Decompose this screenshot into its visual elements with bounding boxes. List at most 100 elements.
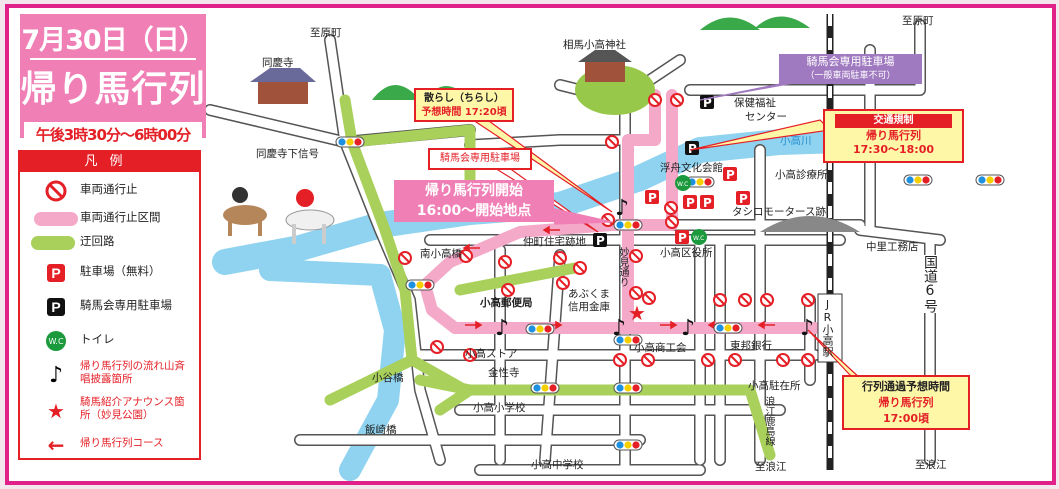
legend-item: 迂回路 [20, 232, 200, 254]
music-note-icon: ♪ [48, 362, 64, 388]
callout-title: 騎馬会専用駐車場 [440, 153, 520, 164]
traffic-signal-icon [713, 322, 743, 334]
no-entry-icon [463, 348, 477, 362]
svg-text:W.C: W.C [677, 181, 688, 188]
event-title-box: 7月30日（日） 帰り馬行列 午後3時30分～6時00分 [20, 14, 206, 148]
hills [372, 16, 810, 115]
music-note-icon: ♪ [495, 316, 509, 341]
legend-item: 車両通行止区間 [20, 208, 200, 230]
label-hoken-center: センター [745, 111, 787, 123]
svg-text:P: P [648, 191, 657, 205]
toilet-icon: W.C [46, 331, 66, 351]
parking-free-icon: P [700, 195, 714, 210]
no-entry-icon [664, 201, 678, 215]
label-to-haramachi: 至原町 [310, 27, 342, 39]
course-arrow-icon [465, 320, 483, 330]
no-entry-icon [459, 249, 473, 263]
traffic-signal-icon [613, 439, 643, 451]
legend-title: 凡例 [20, 152, 199, 172]
legend-item: ← 帰り馬行列コース [20, 433, 200, 457]
toilet-icon: W.C [675, 175, 691, 191]
traffic-signal-icon [405, 279, 435, 291]
svg-text:P: P [678, 231, 687, 245]
label-nakazato: 中里工務店 [866, 240, 919, 253]
traffic-signal-icon [613, 219, 643, 231]
event-date: 7月30日（日） [21, 25, 205, 56]
kiba-parking2-callout: 騎馬会専用駐車場 （一般車両駐車不可） [779, 54, 922, 84]
callout-line: 騎馬会専用駐車場 [806, 55, 895, 68]
label-toho-bank: 東邦銀行 [730, 339, 772, 352]
callout-line: 帰り馬行列 [878, 396, 934, 409]
label-oya-bridge: 小谷橋 [372, 371, 404, 384]
no-entry-icon [573, 261, 587, 275]
no-entry-icon [648, 93, 662, 107]
music-note-icon: ♪ [615, 196, 629, 221]
course-arrow-icon [757, 320, 775, 330]
legend-label: 駐車場（無料） [80, 264, 161, 278]
legend-item: ♪ 帰り馬行列の流れ山斉唱披露箇所 [20, 360, 200, 390]
label-odaka-store: 小高ストア [465, 347, 518, 360]
course-arrow-icon [542, 225, 560, 235]
no-entry-icon [642, 291, 656, 305]
legend-label: 車両通行止区間 [80, 210, 161, 224]
traffic-signal-icon [903, 174, 933, 186]
no-entry-icon [670, 93, 684, 107]
no-entry-icon [605, 135, 619, 149]
no-entry-icon [613, 353, 627, 367]
label-elementary: 小高小学校 [473, 401, 526, 414]
river [212, 125, 913, 481]
parking-private-icon: P [593, 233, 607, 248]
label-police-box: 小高駐在所 [748, 379, 801, 392]
parking-free-icon: P [675, 230, 689, 245]
no-entry-icon [629, 249, 643, 263]
label-dokeiji-signal: 同慶寺下信号 [256, 147, 319, 160]
start-callout: 帰り馬行列開始 16:00～開始地点 [394, 180, 554, 222]
no-entry-icon [430, 340, 444, 354]
divider [30, 58, 196, 60]
parking-free-icon: P [645, 190, 659, 205]
svg-text:P: P [703, 196, 712, 210]
svg-text:W.C: W.C [693, 235, 704, 242]
label-ukifune-hall: 浮舟文化会館 [660, 161, 723, 174]
no-entry-icon [776, 353, 790, 367]
traffic-regulation-callout: 交通規制 帰り馬行列 17:30～18:00 [823, 109, 964, 163]
label-to-namie: 至浪江 [755, 460, 787, 473]
course-arrow-icon [660, 320, 678, 330]
no-entry-icon [738, 293, 752, 307]
dokeiji-temple-icon [250, 68, 316, 104]
callout-line: 帰り馬行列開始 [425, 183, 523, 199]
label-odaka-river: 小高川 [780, 134, 812, 147]
legend-label: 車両通行止 [80, 182, 138, 196]
legend-item: 車両通行止 [20, 180, 200, 202]
no-entry-icon [501, 283, 515, 297]
music-note-icon: ♪ [681, 316, 695, 341]
event-title: 帰り馬行列 [20, 69, 206, 110]
no-entry-icon [398, 251, 412, 265]
label-abukuma: 信用金庫 [568, 300, 610, 313]
overpass [760, 216, 860, 232]
traffic-signal-icon [613, 334, 643, 346]
no-entry-icon [553, 251, 567, 265]
svg-text:P: P [596, 234, 605, 248]
legend-label: 騎馬紹介アナウンス箇所（妙見公園） [80, 396, 185, 421]
chirashi-callout: 散らし（ちらし） 予想時間 17:20頃 [414, 88, 514, 122]
pink-road-swatch [34, 212, 78, 226]
music-note-icon: ♪ [612, 316, 626, 341]
legend-label: トイレ [80, 332, 115, 346]
callout-time: 予想時間 17:20頃 [421, 107, 507, 118]
traffic-signal-icon [335, 136, 365, 148]
arrow-left-icon: ← [47, 433, 65, 457]
label-shrine: 相馬小高神社 [563, 38, 626, 51]
no-entry-icon [498, 255, 512, 269]
svg-text:P: P [726, 168, 735, 182]
no-entry-icon [629, 286, 643, 300]
callout-header: 交通規制 [835, 114, 952, 128]
svg-text:P: P [739, 192, 748, 206]
traffic-signal-icon [525, 323, 555, 335]
legend-label: 帰り馬行列コース [80, 437, 164, 449]
legend-item: ★ 騎馬紹介アナウンス箇所（妙見公園） [20, 396, 200, 426]
no-entry-icon [801, 293, 815, 307]
no-entry-icon [641, 353, 655, 367]
callout-line: 帰り馬行列 [866, 129, 921, 142]
label-to-haramachi: 至原町 [902, 15, 934, 27]
